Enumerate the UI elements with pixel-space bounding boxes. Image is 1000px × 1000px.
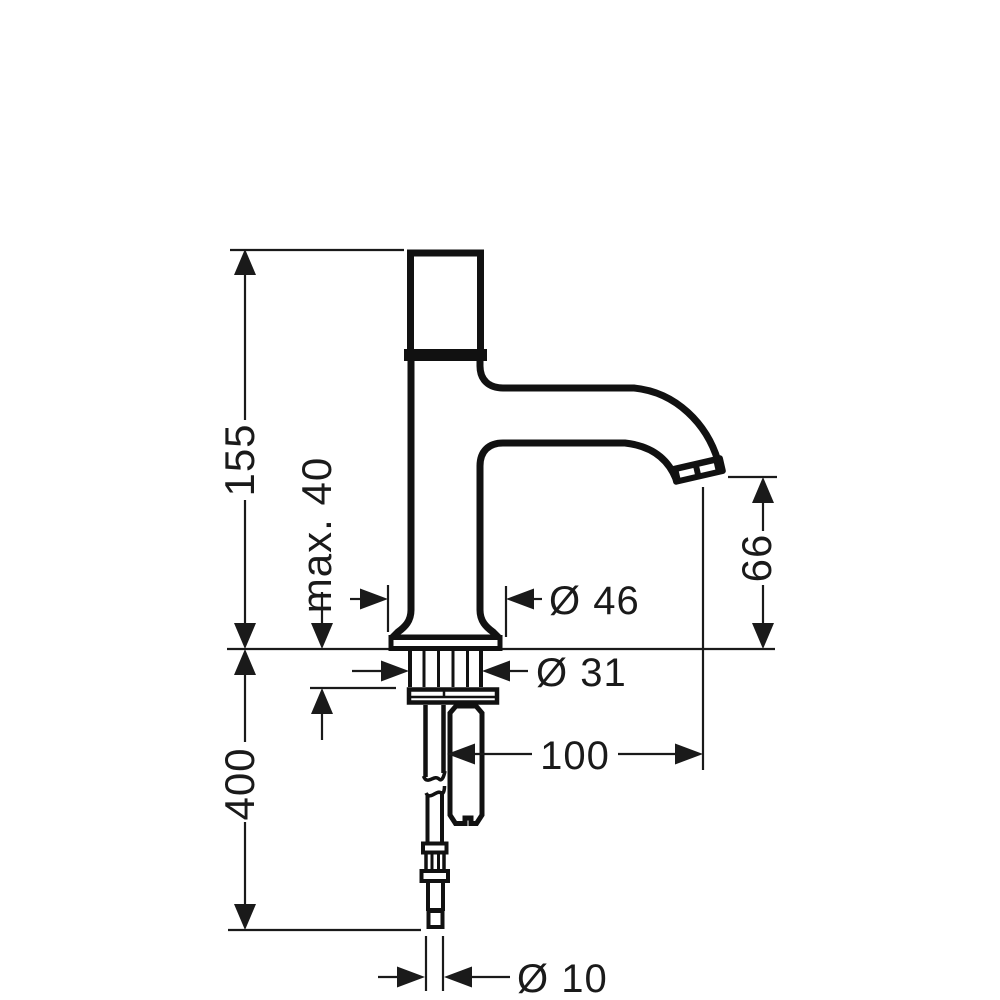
arrow-right-dia31 (381, 660, 409, 682)
threaded-shank (408, 651, 483, 687)
arrow-up-155 (234, 249, 256, 275)
dim-label-dia10: Ø 10 (517, 957, 608, 1000)
arrow-right-dia10 (397, 966, 425, 988)
dim-dia46: Ø 46 (350, 579, 640, 623)
arrow-up-66 (752, 477, 774, 503)
connector-ribs (424, 854, 446, 870)
arrow-down-400 (234, 904, 256, 930)
connector-collar-lower (419, 869, 450, 883)
dim-label-dia31: Ø 31 (536, 651, 627, 695)
aerator (670, 455, 726, 485)
arrow-down-66 (752, 623, 774, 649)
dim-label-400: 400 (216, 747, 263, 820)
arrow-left-dia10 (444, 966, 472, 988)
arrow-up-max40 (311, 688, 333, 714)
faucet (388, 249, 726, 929)
dim-66: 66 (733, 477, 780, 649)
connector-collar-upper (421, 841, 449, 855)
dim-label-100: 100 (540, 734, 610, 778)
dim-label-max40: max. 40 (293, 457, 340, 613)
dim-label-dia46: Ø 46 (549, 579, 640, 623)
pipe-connector (419, 841, 450, 929)
pipe-break-upper (421, 770, 447, 782)
arrow-right-dia46 (360, 588, 388, 610)
dim-label-66: 66 (733, 534, 780, 583)
fixing-rod (447, 703, 485, 826)
reference-lines (227, 248, 777, 991)
arrow-left-dia31 (482, 660, 510, 682)
arrow-left-100 (447, 743, 475, 765)
arrow-right-100 (675, 743, 703, 765)
faucet-handle (407, 249, 484, 357)
aerator-slot-right (699, 463, 716, 473)
arrow-down-155 (234, 623, 256, 649)
arrow-left-dia46 (506, 588, 534, 610)
mounting-nut (406, 687, 500, 705)
dim-155: 155 (216, 249, 263, 649)
handle-separator-band (404, 349, 487, 361)
base-flange (388, 635, 503, 651)
arrow-up-400 (234, 649, 256, 675)
dim-100: 100 (447, 734, 703, 778)
dim-max40: max. 40 (293, 457, 340, 740)
dim-label-155: 155 (216, 423, 263, 496)
aerator-slot-left (678, 467, 695, 478)
dim-dia10: Ø 10 (378, 957, 608, 1000)
pipe-tail-end (426, 909, 445, 929)
dim-400: 400 (216, 649, 263, 930)
supply-pipe (421, 705, 447, 843)
arrow-down-max40 (311, 623, 333, 649)
dim-dia31: Ø 31 (352, 651, 627, 695)
